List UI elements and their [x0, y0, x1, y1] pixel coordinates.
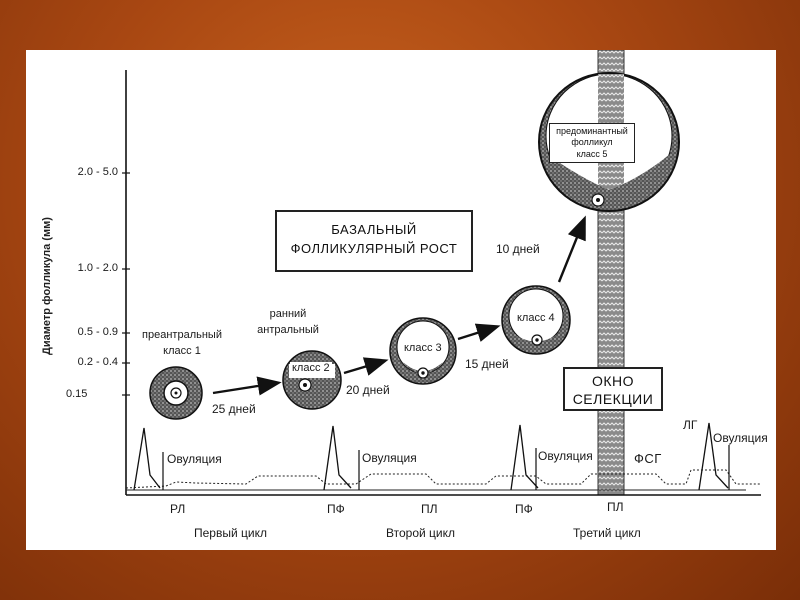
early-antral-line-1: ранний	[269, 308, 307, 320]
follicle-class-2	[282, 350, 342, 410]
ovulation-label: Овуляция	[167, 452, 222, 466]
early-antral-label: ранний антральный	[251, 308, 325, 336]
y-ticks	[122, 172, 130, 396]
ovulation-markers	[162, 445, 730, 490]
follicle-class-3	[389, 317, 457, 385]
predominant-line-1: предоминантный	[556, 126, 628, 136]
phase-label: РЛ	[170, 502, 186, 516]
class-3-label: класс 3	[404, 342, 442, 354]
selection-window-line-1: ОКНО	[591, 373, 635, 389]
selection-window-line-2: СЕЛЕКЦИИ	[572, 391, 654, 407]
y-tick-label: 0.5 - 0.9	[77, 326, 118, 338]
follicle-class-1	[149, 366, 203, 420]
duration-label: 20 дней	[346, 383, 390, 397]
predominant-line-2: фолликул	[571, 137, 613, 148]
ovulation-label: Овуляция	[713, 431, 768, 445]
preantral-label: преантральный класс 1	[130, 329, 234, 357]
cycle-label: Второй цикл	[386, 526, 455, 540]
fsh-label: ФСГ	[634, 451, 662, 466]
ovulation-label: Овуляция	[538, 449, 593, 463]
fsh-curve	[125, 469, 761, 489]
preantral-line-2: класс 1	[163, 344, 201, 357]
early-antral-line-2: антральный	[257, 323, 319, 336]
duration-label: 10 дней	[496, 242, 540, 256]
cycle-label: Первый цикл	[194, 526, 267, 540]
lh-peaks	[133, 422, 729, 491]
diagram-panel: Диаметр фолликула (мм) 2.0 - 5.0 1.0 - 2…	[26, 50, 776, 550]
phase-label: ПФ	[327, 502, 345, 516]
lh-label: ЛГ	[683, 418, 698, 432]
ovulation-label: Овуляция	[362, 451, 417, 465]
preantral-line-1: преантральный	[142, 329, 222, 341]
y-tick-label: 2.0 - 5.0	[77, 166, 118, 178]
phase-label: ПЛ	[607, 500, 624, 514]
duration-label: 25 дней	[212, 402, 256, 416]
basal-growth-line-1: БАЗАЛЬНЫЙ	[331, 222, 417, 237]
basal-growth-line-2: ФОЛЛИКУЛЯРНЫЙ РОСТ	[290, 241, 458, 256]
phase-label: ПЛ	[421, 502, 438, 516]
follicle-class-4	[501, 285, 571, 355]
duration-label: 15 дней	[465, 357, 509, 371]
y-tick-label: 0.15	[66, 388, 88, 400]
y-tick-label: 1.0 - 2.0	[77, 262, 118, 274]
selection-window-box: ОКНО СЕЛЕКЦИИ	[563, 367, 663, 411]
growth-arrows	[212, 215, 586, 396]
y-tick-label: 0.2 - 0.4	[77, 356, 118, 368]
predominant-follicle-label: предоминантный фолликул класс 5	[549, 123, 635, 163]
class-2-label: класс 2	[290, 362, 332, 375]
class-4-label: класс 4	[517, 312, 555, 324]
basal-growth-box: БАЗАЛЬНЫЙ ФОЛЛИКУЛЯРНЫЙ РОСТ	[275, 210, 473, 272]
follicle-growth-diagram	[122, 50, 761, 496]
predominant-line-3: класс 5	[576, 148, 608, 159]
phase-label: ПФ	[515, 502, 533, 516]
cycle-label: Третий цикл	[573, 526, 641, 540]
